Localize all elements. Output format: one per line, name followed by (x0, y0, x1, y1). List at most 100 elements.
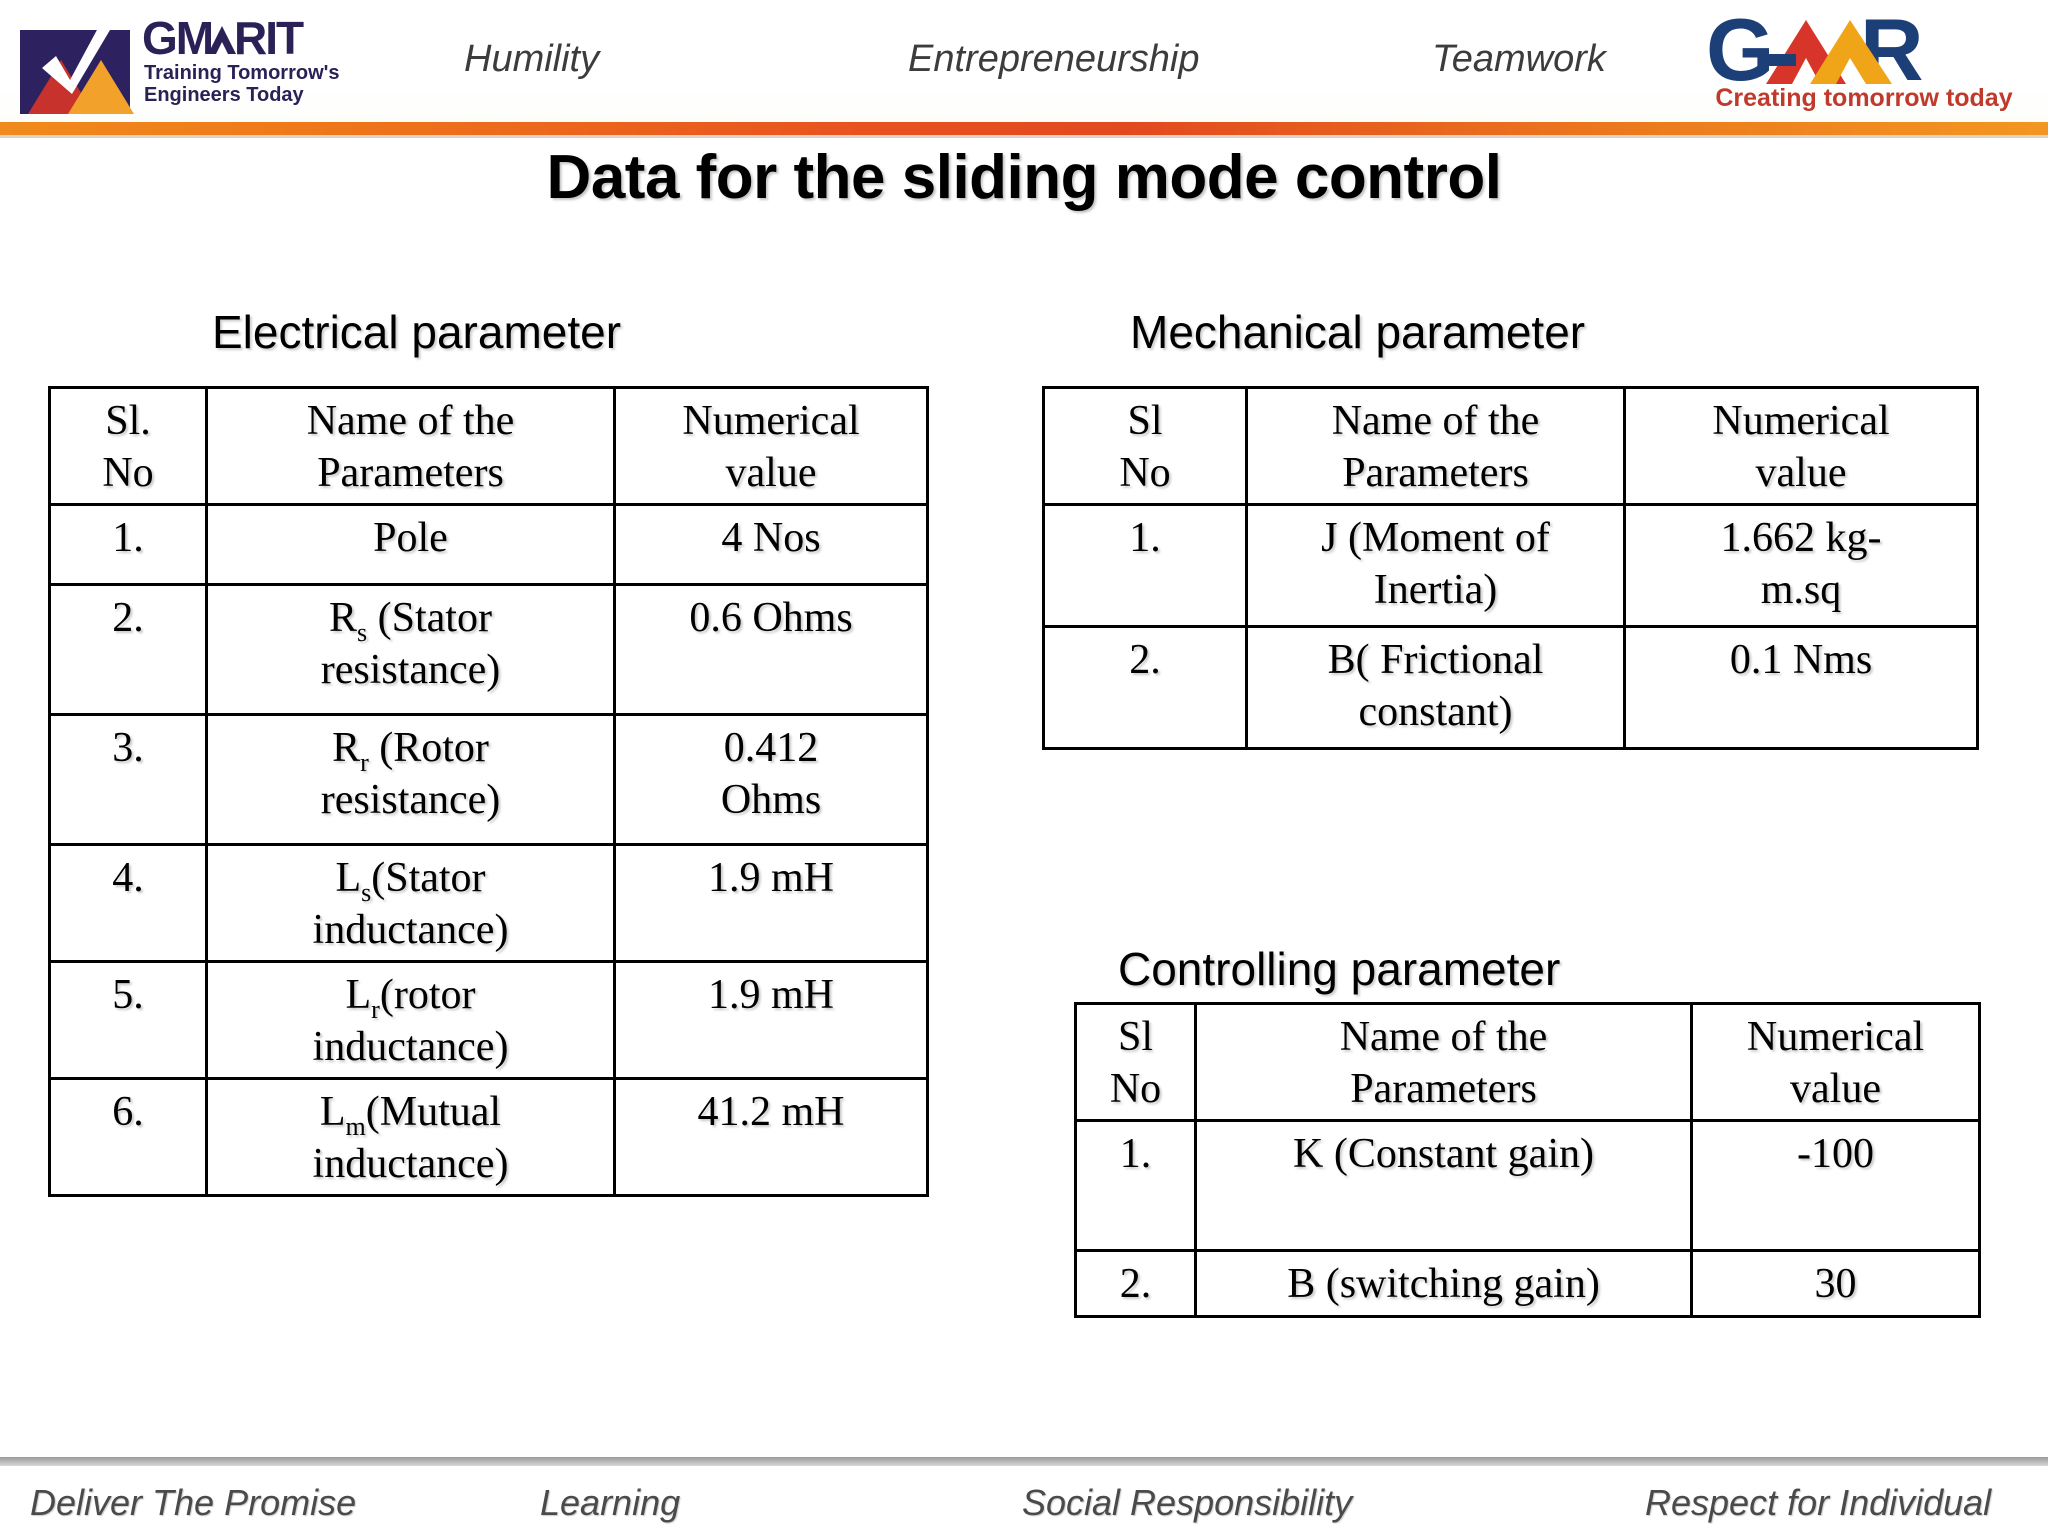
footer-value-learning: Learning (540, 1482, 681, 1523)
gmrit-logo-mark (12, 4, 138, 116)
param-line2: inductance) (312, 907, 509, 953)
svg-text:GM: GM (142, 14, 212, 62)
col-name-line1: Name of the (1331, 398, 1540, 444)
slide-header: GM RIT Training Tomorrow's Engineers Tod… (0, 0, 2048, 122)
header-value-humility: Humility (464, 38, 600, 80)
param-rest: (Stator (367, 595, 492, 641)
gmrit-tagline-line1: Training Tomorrow's (144, 62, 340, 84)
cell-sl: 3. (48, 713, 208, 846)
cell-sl: 4. (48, 843, 208, 963)
col-sl-line1: Sl. (105, 398, 151, 444)
param-main: L (335, 855, 362, 901)
table-row: 4. Ls(Stator inductance) 1.9 mH (48, 843, 929, 963)
col-sl-line1: Sl (1127, 398, 1163, 444)
gmr-logo-mark: G R (1700, 0, 2030, 116)
gmrit-tagline: Training Tomorrow's Engineers Today (144, 62, 340, 106)
param-rest: (Stator (371, 855, 486, 901)
cell-name: B (switching gain) (1194, 1249, 1693, 1318)
param-line2: constant) (1358, 689, 1513, 735)
param-line1: J (Moment of (1321, 515, 1550, 561)
cell-value: 1.662 kg- m.sq (1623, 503, 1979, 628)
header-value-teamwork: Teamwork (1432, 38, 1606, 80)
param-main: R (332, 725, 361, 771)
controlling-parameter-table: Sl No Name of the Parameters Numerical v… (1074, 1002, 1981, 1318)
cell-value: 0.412 Ohms (613, 713, 929, 846)
col-sl-line2: No (102, 450, 154, 496)
cell-sl: 6. (48, 1077, 208, 1197)
value-line2: Ohms (720, 777, 822, 823)
cell-name: Pole (205, 503, 616, 586)
col-name-line1: Name of the (1339, 1014, 1548, 1060)
gmrit-wordmark: GM RIT (142, 14, 332, 70)
header-rule-shadow (0, 135, 2048, 138)
header-orange-rule (0, 122, 2048, 135)
value-line1: 0.412 (723, 725, 819, 771)
table-row: 5. Lr(rotor inductance) 1.9 mH (48, 960, 929, 1080)
param-line1: B( Frictional (1327, 637, 1544, 683)
cell-value: 0.1 Nms (1623, 625, 1979, 750)
cell-name: Lr(rotor inductance) (205, 960, 616, 1080)
param-main: L (345, 972, 372, 1018)
col-value-line2: value (725, 450, 817, 496)
table-row: 1. K (Constant gain) -100 (1074, 1119, 1981, 1252)
cell-sl: 5. (48, 960, 208, 1080)
column-header-sl-no: Sl. No (48, 386, 208, 506)
col-value-line2: value (1790, 1066, 1881, 1112)
param-subscript: m (345, 1112, 366, 1141)
cell-sl: 1. (48, 503, 208, 586)
header-value-entrepreneurship: Entrepreneurship (908, 38, 1200, 80)
table-header-row: Sl No Name of the Parameters Numerical v… (1074, 1002, 1981, 1122)
cell-sl: 1. (1074, 1119, 1197, 1252)
col-value-line1: Numerical (1746, 1014, 1925, 1060)
param-rest: (rotor (379, 972, 476, 1018)
gmrit-tagline-line2: Engineers Today (144, 84, 304, 106)
param-main: R (329, 595, 358, 641)
col-sl-line2: No (1109, 1066, 1162, 1112)
param-main: L (319, 1089, 346, 1135)
svg-text:G: G (1706, 8, 1769, 90)
cell-value: 41.2 mH (613, 1077, 929, 1197)
col-value-line1: Numerical (682, 398, 860, 444)
col-sl-line1: Sl (1117, 1014, 1154, 1060)
section-heading-mechanical: Mechanical parameter (1130, 306, 1586, 358)
value-line1: 1.662 kg- (1720, 515, 1882, 561)
param-line2: Inertia) (1373, 567, 1498, 613)
col-name-line2: Parameters (1350, 1066, 1537, 1112)
footer-value-deliver-the-promise: Deliver The Promise (30, 1482, 357, 1523)
cell-sl: 2. (1074, 1249, 1197, 1318)
table-row: 2. B( Frictional constant) 0.1 Nms (1042, 625, 1979, 750)
gmr-tagline: Creating tomorrow today (1715, 84, 2013, 112)
table-row: 2. Rs (Stator resistance) 0.6 Ohms (48, 583, 929, 716)
col-name-line2: Parameters (317, 450, 504, 496)
column-header-value: Numerical value (1690, 1002, 1981, 1122)
table-header-row: Sl. No Name of the Parameters Numerical … (48, 386, 929, 506)
param-rest: (Rotor (368, 725, 489, 771)
cell-value: 0.6 Ohms (613, 583, 929, 716)
table-header-row: Sl No Name of the Parameters Numerical v… (1042, 386, 1979, 506)
footer-value-respect-for-individual: Respect for Individual (1645, 1482, 1992, 1523)
param-line2: inductance) (312, 1141, 509, 1187)
cell-value: 30 (1690, 1249, 1981, 1318)
section-heading-electrical: Electrical parameter (212, 306, 622, 358)
param-subscript: r (371, 995, 380, 1024)
gmrit-logo-checkmark-icon (42, 28, 110, 94)
param-line2: resistance) (320, 647, 501, 693)
cell-sl: 1. (1042, 503, 1248, 628)
table-row: 3. Rr (Rotor resistance) 0.412 Ohms (48, 713, 929, 846)
column-header-sl-no: Sl No (1042, 386, 1248, 506)
cell-sl: 2. (48, 583, 208, 716)
page-title: Data for the sliding mode control (546, 143, 1502, 212)
param-line2: resistance) (320, 777, 501, 823)
footer-value-social-responsibility: Social Responsibility (1022, 1482, 1353, 1523)
param-subscript: r (360, 748, 369, 777)
table-row: 2. B (switching gain) 30 (1074, 1249, 1981, 1318)
param-rest: (Mutual (365, 1089, 502, 1135)
section-heading-controlling: Controlling parameter (1118, 943, 1561, 995)
cell-value: 4 Nos (613, 503, 929, 586)
footer-rule (0, 1457, 2048, 1466)
column-header-sl-no: Sl No (1074, 1002, 1197, 1122)
cell-value: 1.9 mH (613, 960, 929, 1080)
mechanical-parameter-table: Sl No Name of the Parameters Numerical v… (1042, 386, 1979, 750)
table-row: 1. Pole 4 Nos (48, 503, 929, 586)
cell-value: 1.9 mH (613, 843, 929, 963)
